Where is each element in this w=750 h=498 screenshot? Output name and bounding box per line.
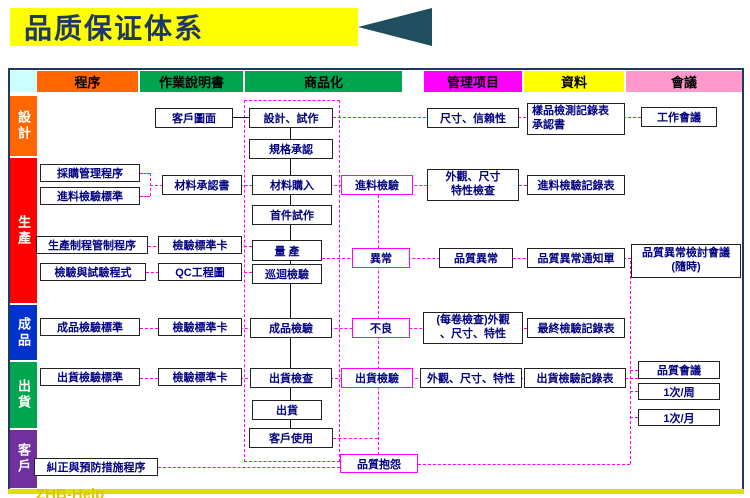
header-commercialization: 商品化 [245, 71, 402, 92]
node-test-program: 檢驗與試驗程式 [40, 263, 146, 281]
banner-arrow-icon [358, 8, 432, 46]
connector-line [150, 185, 527, 186]
node-inspection-card-1: 檢驗標準卡 [158, 236, 242, 254]
node-meeting-monthly: 1次/月 [638, 409, 720, 426]
connector-line [630, 261, 631, 464]
node-finished-standard: 成品檢驗標準 [40, 318, 140, 336]
connector-line [158, 467, 340, 468]
header-data: 資料 [524, 71, 624, 92]
node-incoming-record: 進料檢驗記錄表 [527, 175, 625, 195]
header-management-items: 管理项目 [424, 71, 522, 92]
node-shipping-check: 出貨檢查 [250, 368, 332, 388]
node-line: 、尺寸、特性 [440, 328, 506, 340]
node-abnormal-meeting: 品質異常檢討會議 (隨時) [631, 244, 741, 278]
node-work-meeting: 工作會議 [641, 107, 717, 127]
connector-line [140, 196, 150, 197]
node-design-trial: 設計、試作 [249, 108, 333, 128]
node-incoming-inspection: 進料檢驗 [341, 175, 413, 195]
node-quality-complaint: 品質抱怨 [340, 454, 418, 473]
node-meeting-weekly: 1次/周 [638, 383, 720, 400]
header-corner [10, 71, 37, 92]
node-ship: 出貨 [252, 400, 322, 420]
watermark-text: ZHB-Help [36, 486, 105, 498]
node-appearance-dim-check: 外觀、尺寸 特性檢查 [427, 169, 519, 201]
node-mass-production: 量 產 [252, 240, 322, 261]
header-procedure: 程序 [37, 71, 138, 92]
node-abnormal-notice: 品質異常通知單 [527, 248, 625, 268]
node-abnormal: 異常 [352, 248, 410, 268]
node-roll-check: (每卷檢查)外觀 、尺寸、特性 [423, 312, 523, 344]
stage-customer: 客戶 [10, 430, 37, 488]
connector-line [140, 328, 527, 329]
node-material-approval: 材料承認書 [162, 175, 242, 195]
node-inspection-card-2: 檢驗標準卡 [158, 318, 242, 336]
header-work-instruction: 作業說明書 [140, 71, 243, 92]
node-line: (隨時) [671, 261, 701, 273]
node-final-record: 最終檢驗記錄表 [527, 318, 625, 338]
node-corrective-procedure: 糾正與預防措施程序 [34, 458, 158, 476]
stage-finished: 成品 [10, 305, 37, 360]
connector-line [630, 370, 638, 371]
node-quality-abnormal: 品質異常 [439, 248, 513, 268]
node-line: 品質異常檢討會議 [642, 247, 730, 260]
connector-line [150, 173, 151, 196]
commercialization-dashed-outline [244, 100, 340, 462]
node-purchase-procedure: 採購管理程序 [40, 164, 140, 182]
node-line: 特性檢查 [451, 185, 495, 197]
node-defective: 不良 [352, 318, 410, 338]
connector-line [233, 117, 249, 118]
node-qc-diagram: QC工程圖 [158, 263, 242, 281]
node-material-purchase: 材料購入 [252, 175, 332, 195]
node-incoming-standard: 進料檢驗標準 [40, 187, 140, 205]
header-meeting: 會議 [626, 71, 742, 92]
node-sample-record: 樣品檢測記錄表 承認書 [527, 103, 625, 135]
node-inspection-card-3: 檢驗標準卡 [158, 368, 242, 386]
node-line: 外觀、尺寸 [445, 171, 501, 184]
stage-design: 設計 [10, 96, 37, 156]
node-line: 承認書 [532, 119, 565, 131]
node-shipping-record: 出貨檢驗記錄表 [524, 368, 626, 388]
node-quality-meeting: 品質會議 [638, 361, 720, 379]
title-banner: 品质保证体系 [10, 8, 358, 46]
node-process-control: 生產制程管制程序 [36, 236, 148, 254]
connector-line [418, 464, 630, 465]
node-customer-drawing: 客戶圖面 [155, 108, 233, 128]
node-dimension-reliability: 尺寸、信賴性 [427, 108, 519, 128]
connector-line [630, 417, 638, 418]
connector-line [140, 173, 150, 174]
stage-shipping: 出貨 [10, 362, 37, 428]
node-patrol-inspection: 巡迴檢驗 [252, 264, 322, 284]
node-shipping-standard: 出貨檢驗標準 [40, 368, 140, 386]
node-finished-inspection: 成品檢驗 [250, 318, 332, 338]
stage-production: 生產 [10, 158, 37, 303]
node-spec-approval: 規格承認 [249, 139, 333, 159]
connector-line [630, 391, 638, 392]
node-first-article: 首件試作 [252, 205, 332, 225]
node-line: (每卷檢查)外觀 [436, 314, 510, 327]
node-customer-use: 客戶使用 [249, 428, 333, 448]
node-shipping-inspection: 出貨檢驗 [341, 368, 413, 388]
bottom-accent-strip [8, 489, 744, 494]
node-appearance-dim-char: 外觀、尺寸、特性 [420, 368, 522, 388]
connector-line [333, 438, 378, 439]
node-line: 樣品檢測記錄表 [532, 105, 609, 118]
page-title: 品质保证体系 [24, 13, 205, 44]
